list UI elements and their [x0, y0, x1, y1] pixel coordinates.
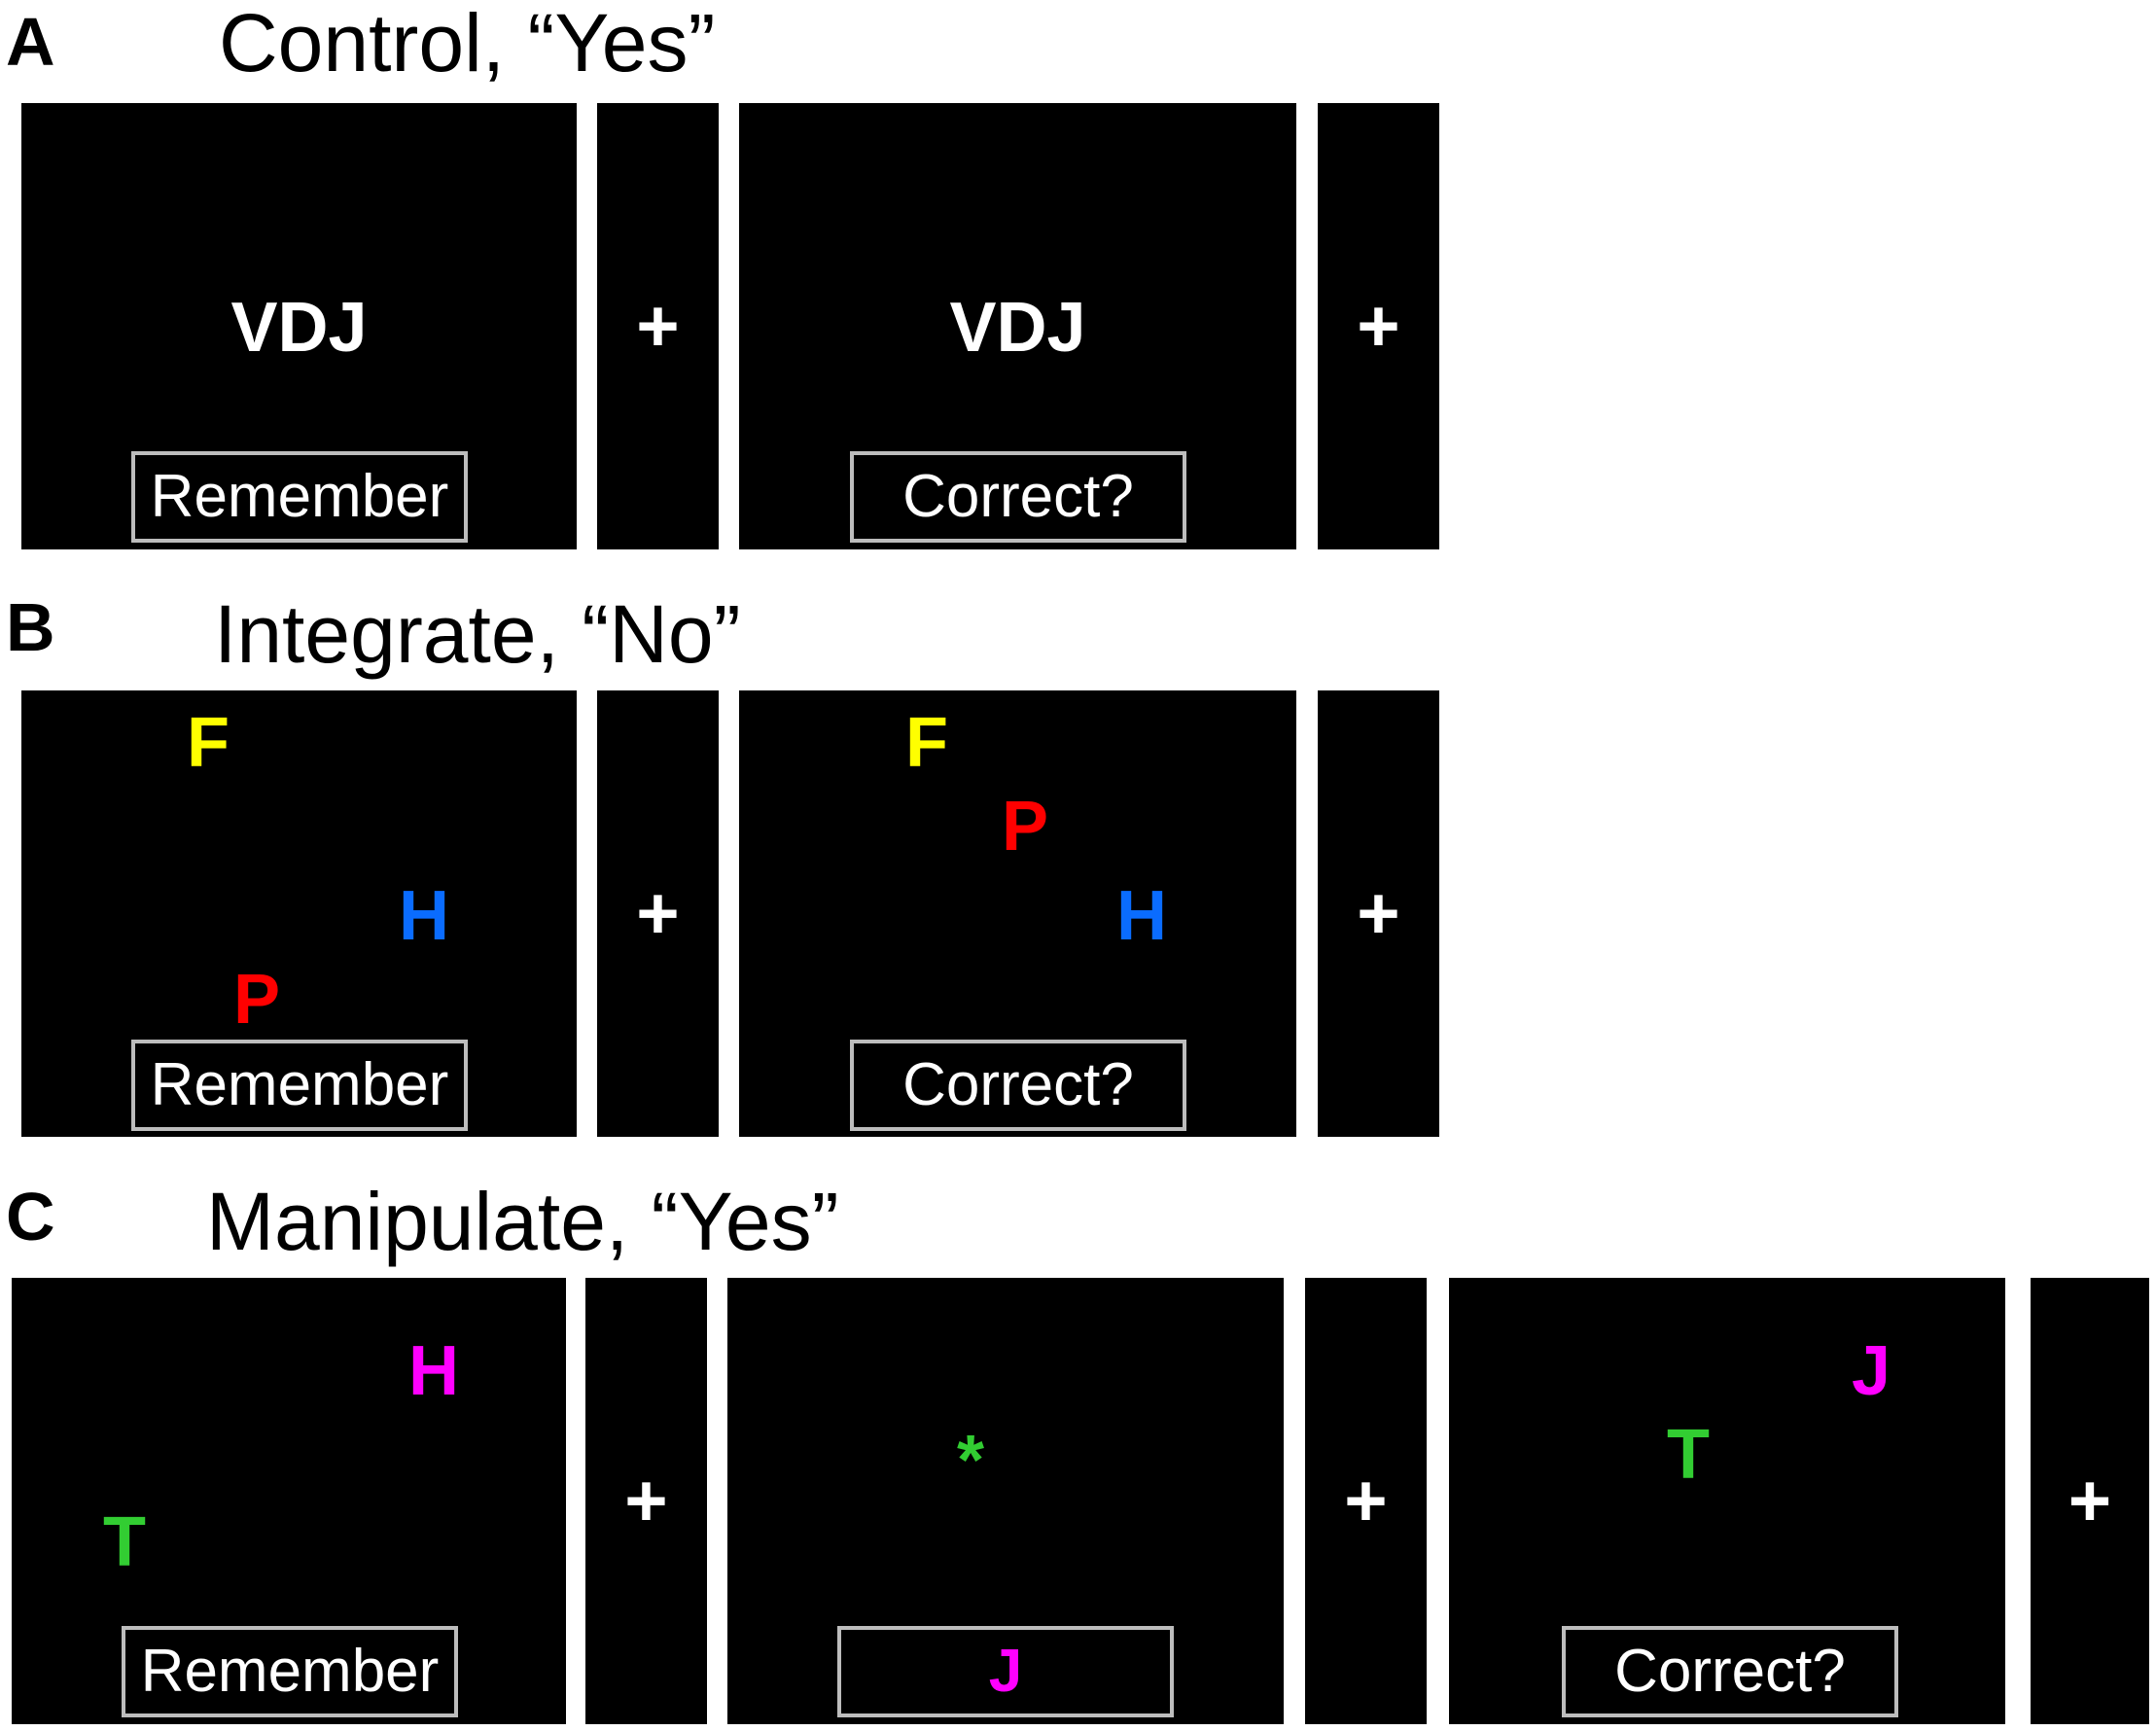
panel-c-encoding-screen: H T Remember [12, 1278, 566, 1724]
panel-b-fixation-screen-2: + [1318, 690, 1439, 1137]
panel-c-letter: C [6, 1179, 55, 1254]
panel-b-letter: B [6, 589, 55, 665]
fixation-cross: + [1357, 871, 1400, 955]
panel-c-fixation-screen-1: + [585, 1278, 707, 1724]
fixation-cross: + [636, 871, 680, 955]
stimulus-letter: F [187, 704, 230, 782]
stimulus-letter: H [399, 877, 449, 955]
fixation-cross: + [2068, 1459, 2112, 1542]
correct-prompt-box: Correct? [1562, 1626, 1898, 1717]
panel-c-fixation-screen-2: + [1305, 1278, 1427, 1724]
panel-a-probe-screen: VDJ Correct? [739, 103, 1296, 549]
correct-prompt-box: Correct? [850, 451, 1186, 543]
panel-a-encoding-screen: VDJ Remember [21, 103, 577, 549]
stimulus-letter-string: VDJ [949, 289, 1086, 367]
stimulus-letter: T [103, 1503, 146, 1581]
stimulus-letter: P [1001, 788, 1049, 866]
stimulus-letter-string: VDJ [230, 289, 368, 367]
remember-prompt-box: Remember [131, 1040, 468, 1131]
panel-a-title: Control, “Yes” [219, 0, 716, 88]
asterisk-cue: * [956, 1422, 985, 1500]
panel-a-fixation-screen-2: + [1318, 103, 1439, 549]
fixation-cross: + [1344, 1459, 1388, 1542]
stimulus-letter: P [232, 961, 281, 1039]
panel-a-letter: A [6, 4, 55, 80]
panel-b-probe-screen: F P H Correct? [739, 690, 1296, 1137]
fixation-cross: + [1357, 284, 1400, 368]
stimulus-letter: H [1116, 877, 1167, 955]
panel-c-probe-screen: J T Correct? [1449, 1278, 2005, 1724]
cue-letter-prompt-box: J [837, 1626, 1174, 1717]
remember-prompt-box: Remember [122, 1626, 458, 1717]
panel-b-encoding-screen: F H P Remember [21, 690, 577, 1137]
stimulus-letter: J [1851, 1332, 1891, 1410]
panel-a-fixation-screen-1: + [597, 103, 719, 549]
remember-prompt-box: Remember [131, 451, 468, 543]
stimulus-letter: F [905, 704, 948, 782]
stimulus-letter: H [408, 1332, 459, 1410]
panel-c-cue-screen: * J [727, 1278, 1284, 1724]
panel-c-title: Manipulate, “Yes” [206, 1176, 839, 1267]
fixation-cross: + [636, 284, 680, 368]
stimulus-letter: T [1667, 1416, 1710, 1494]
panel-b-fixation-screen-1: + [597, 690, 719, 1137]
panel-c-fixation-screen-3: + [2031, 1278, 2149, 1724]
correct-prompt-box: Correct? [850, 1040, 1186, 1131]
fixation-cross: + [624, 1459, 668, 1542]
panel-b-title: Integrate, “No” [214, 588, 741, 680]
